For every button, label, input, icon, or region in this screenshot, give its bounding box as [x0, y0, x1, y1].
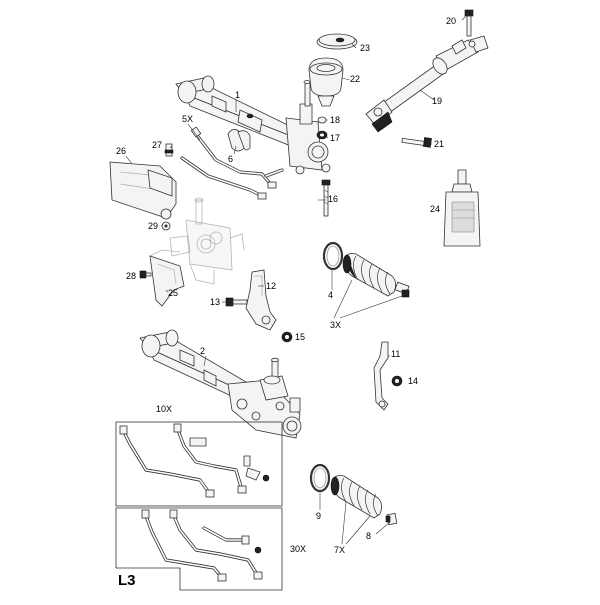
label-part-29: 29	[148, 221, 158, 231]
label-part-21: 21	[434, 139, 444, 149]
part-18-ring	[317, 116, 327, 124]
part-28-bolt	[139, 270, 152, 279]
label-part-8: 8	[366, 531, 371, 541]
part-9-clamp-ring	[309, 463, 331, 493]
label-part-28: 28	[126, 271, 136, 281]
part-14-nut	[391, 375, 403, 387]
label-part-18: 18	[330, 115, 340, 125]
part-26-heat-shield	[109, 161, 177, 220]
label-part-17: 17	[330, 133, 340, 143]
pipe-kit-30x	[115, 507, 283, 591]
label-part-25: 25	[168, 288, 178, 298]
label-part-14: 14	[408, 376, 418, 386]
part-25-bracket	[149, 255, 185, 307]
label-part-9: 9	[316, 511, 321, 521]
label-part-6: 6	[228, 154, 233, 164]
label-part-10x: 10X	[156, 404, 172, 414]
part-20-bolt	[464, 9, 474, 37]
label-part-22: 22	[350, 74, 360, 84]
label-part-3x: 3X	[330, 320, 341, 330]
part-19-steering-shaft	[365, 35, 489, 133]
ghost-context-rack	[149, 197, 245, 285]
label-part-5x: 5X	[182, 114, 193, 124]
label-part-26: 26	[116, 146, 126, 156]
label-part-4: 4	[328, 290, 333, 300]
part-4-clamp-ring	[322, 241, 344, 271]
part-11-bracket	[373, 341, 389, 411]
label-part-2: 2	[200, 346, 205, 356]
part-21-bolt	[401, 137, 432, 148]
label-part-1: 1	[235, 90, 240, 100]
leader-lines	[125, 15, 467, 545]
part-6-bushing	[227, 129, 251, 152]
label-part-24: 24	[430, 204, 440, 214]
part-17-washer	[316, 130, 328, 140]
part-5x-pipes	[180, 126, 284, 200]
label-part-11: 11	[391, 349, 400, 359]
part-24-fluid-bottle	[443, 169, 481, 247]
part-13-bolt	[225, 297, 248, 307]
callout-labels: 1 5X 6 27 26 29 28 25 12 13 15 4 3X 16 1…	[116, 16, 456, 589]
part-15-nut	[281, 331, 293, 343]
label-part-27: 27	[152, 140, 162, 150]
part-12-bracket	[245, 269, 277, 331]
part-27-clip	[164, 143, 174, 157]
part-22-reservoir	[308, 57, 344, 107]
part-29-nut	[161, 221, 171, 231]
part-8-clip	[385, 512, 398, 526]
section-code: L3	[118, 572, 136, 589]
part-3x-bellows	[342, 253, 410, 298]
label-part-20: 20	[446, 16, 456, 26]
label-part-13: 13	[210, 297, 220, 307]
label-part-30x: 30X	[290, 544, 306, 554]
pipe-kit-10x	[115, 421, 283, 507]
label-part-15: 15	[295, 332, 305, 342]
label-part-12: 12	[266, 281, 276, 291]
part-1-steering-rack	[175, 75, 331, 175]
label-part-23: 23	[360, 43, 370, 53]
part-7x-bellows	[330, 475, 382, 519]
label-part-19: 19	[432, 96, 442, 106]
label-part-16: 16	[328, 194, 338, 204]
label-part-7x: 7X	[334, 545, 345, 555]
part-23-cap	[316, 33, 358, 50]
